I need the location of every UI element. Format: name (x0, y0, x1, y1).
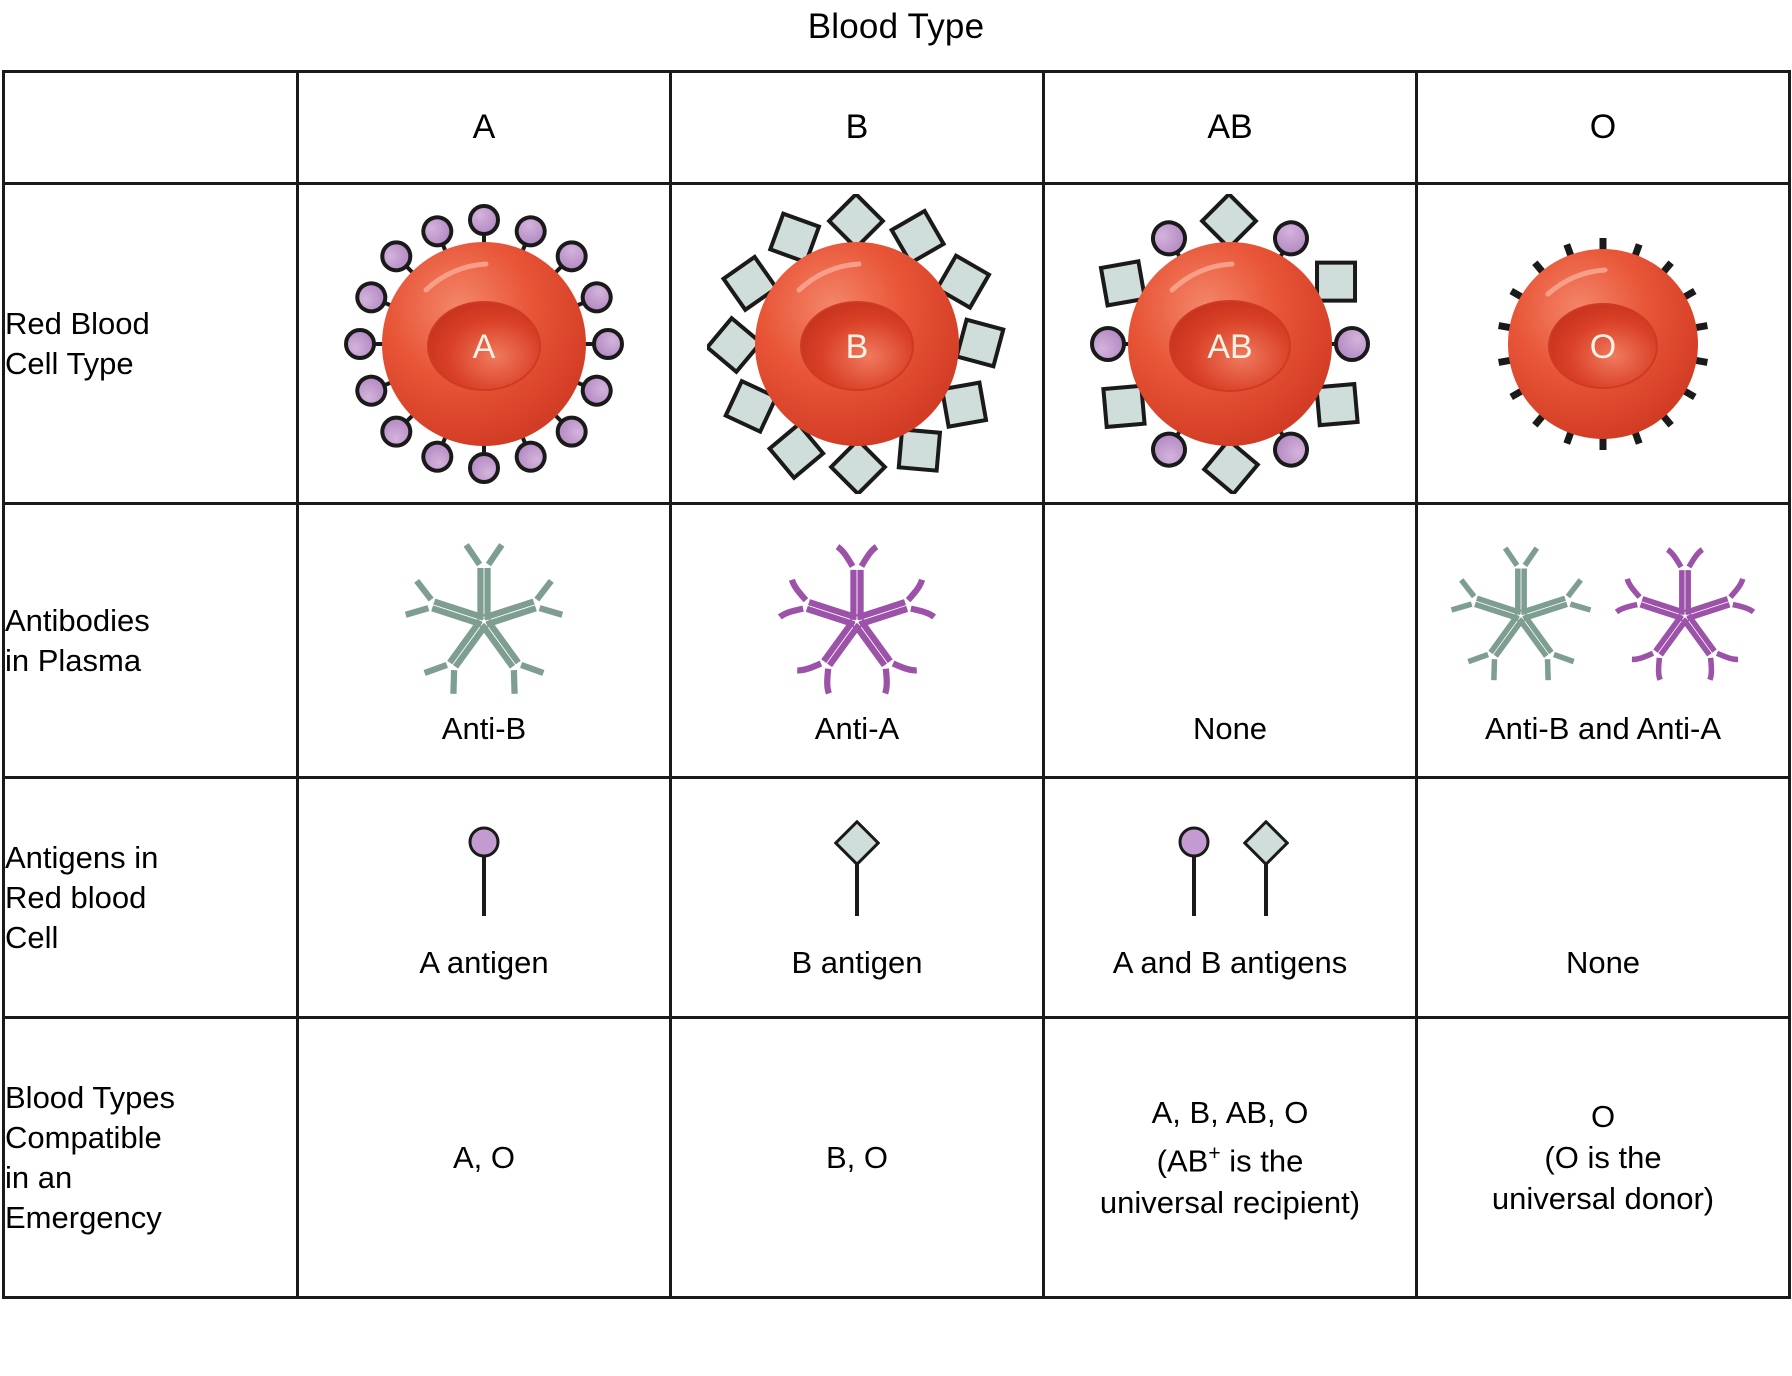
cell-antigens-a: A antigen (296, 776, 672, 1019)
rbc-center-label-ab: AB (1207, 328, 1252, 366)
cell-compatible-ab: A, B, AB, O (AB+ is the universal recipi… (1042, 1016, 1418, 1299)
row-label-antibodies-in-plasma: Antibodies in Plasma (2, 502, 299, 779)
cell-rbc-b: B (669, 182, 1045, 505)
antigen-glyph-group-b (834, 812, 880, 916)
rbc-center-label-a: A (473, 328, 496, 366)
row-label-red-blood-cell-type: Red Blood Cell Type (2, 182, 299, 505)
column-header-o: O (1415, 70, 1791, 185)
row-label-line2: Compatible (5, 1119, 162, 1155)
cell-antibodies-a: Anti-B (296, 502, 672, 779)
antigen-b-icon (834, 820, 880, 916)
compatible-line2-sup-ab: + (1208, 1142, 1221, 1166)
column-header-ab: AB (1042, 70, 1418, 185)
row-antibodies-in-plasma: Antibodies in Plasma (2, 502, 1791, 779)
row-label-line2: Red blood (5, 879, 147, 915)
row-label-compatible: Blood Types Compatible in an Emergency (2, 1016, 299, 1299)
cell-antigens-o: None (1415, 776, 1791, 1019)
rbc-center-label-b: B (846, 328, 869, 366)
cell-rbc-o: O (1415, 182, 1791, 505)
cell-antibodies-ab: None (1042, 502, 1418, 779)
rbc-illustration-ab: AB (1045, 193, 1415, 494)
row-label-line1: Antigens in (5, 839, 159, 875)
column-header-a: A (296, 70, 672, 185)
antigen-glyph-group-a (461, 812, 507, 916)
cell-compatible-o: O (O is the universal donor) (1415, 1016, 1791, 1299)
cell-compatible-b: B, O (669, 1016, 1045, 1299)
cell-rbc-ab: AB (1042, 182, 1418, 505)
compatible-line1-a: A, O (452, 1140, 515, 1175)
row-label-line1: Red Blood (5, 305, 150, 341)
compatible-line1-b: B, O (825, 1140, 888, 1175)
cell-antibodies-b: Anti-A (669, 502, 1045, 779)
row-blood-types-compatible: Blood Types Compatible in an Emergency A… (2, 1016, 1791, 1299)
antigen-label-o: None (1565, 945, 1641, 980)
cell-antigens-ab: A and B antigens (1042, 776, 1418, 1019)
row-label-line3: Cell (5, 919, 59, 955)
antibody-label-ab: None (1192, 711, 1268, 746)
compatible-line3-ab: universal recipient) (1099, 1184, 1361, 1220)
row-label-line1: Antibodies (5, 602, 150, 638)
cell-antigens-b: B antigen (669, 776, 1045, 1019)
antigen-label-ab: A and B antigens (1112, 945, 1348, 980)
cell-antibodies-o: Anti-B and Anti-A (1415, 502, 1791, 779)
antigen-a-icon (468, 826, 500, 916)
compatible-line2-o: (O is the (1418, 1137, 1788, 1178)
row-label-line1: Blood Types (5, 1079, 176, 1115)
antibody-cluster-green-a (395, 532, 573, 704)
antigen-b-icon (1243, 820, 1289, 916)
page-title: Blood Type (807, 7, 985, 46)
row-label-antigens: Antigens in Red blood Cell (2, 776, 299, 1019)
compatible-line2-ab: (AB+ is the (1045, 1133, 1415, 1181)
antibody-label-b: Anti-A (814, 711, 900, 746)
antigen-a-icon (1178, 826, 1210, 916)
antigen-label-b: B antigen (791, 945, 923, 980)
antibody-label-o: Anti-B and Anti-A (1484, 711, 1722, 746)
table-header-row: A B AB O (2, 70, 1791, 185)
antibody-cluster-pair-o (1442, 532, 1764, 704)
rbc-illustration-o: O (1418, 194, 1788, 494)
cell-rbc-a: A (296, 182, 672, 505)
corner-cell (2, 70, 299, 185)
row-label-line2: in Plasma (5, 642, 142, 678)
blood-type-table: A B AB O Red Blood Cell Type (2, 70, 1791, 1299)
antibody-label-a: Anti-B (441, 711, 527, 746)
compatible-line2-post-ab: is the (1220, 1143, 1304, 1179)
row-red-blood-cell-type: Red Blood Cell Type (2, 182, 1791, 505)
compatible-line2-pre-o: (O is the (1544, 1140, 1662, 1175)
row-label-line4: Emergency (5, 1199, 162, 1235)
column-header-b: B (669, 70, 1045, 185)
compatible-line1-ab: A, B, AB, O (1151, 1095, 1309, 1131)
compatible-line3-o: universal donor) (1491, 1181, 1715, 1216)
rbc-center-label-o: O (1590, 328, 1616, 366)
antibody-cluster-purple-b (768, 532, 946, 704)
compatible-line2-pre-ab: (AB (1156, 1143, 1209, 1179)
rbc-illustration-b: B (672, 193, 1042, 494)
antigen-glyph-group-ab (1171, 812, 1289, 916)
row-antigens-in-red-blood-cell: Antigens in Red blood Cell A antigen (2, 776, 1791, 1019)
cell-compatible-a: A, O (296, 1016, 672, 1299)
compatible-line1-o: O (1590, 1099, 1616, 1134)
row-label-line2: Cell Type (5, 345, 134, 381)
rbc-illustration-a: A (299, 194, 669, 494)
antigen-label-a: A antigen (419, 945, 549, 980)
row-label-line3: in an (5, 1159, 73, 1195)
